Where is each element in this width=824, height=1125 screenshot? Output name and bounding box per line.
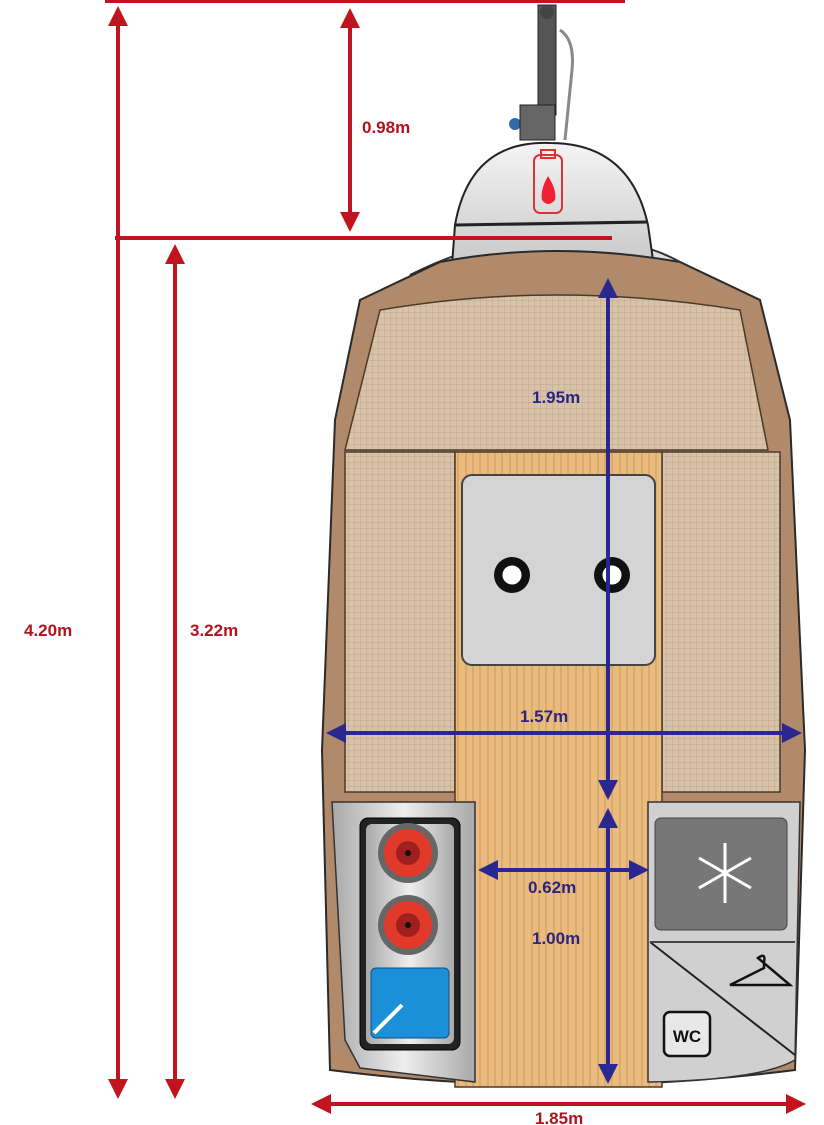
- sink-icon: [370, 967, 450, 1039]
- blue-dimensions: [326, 278, 802, 1084]
- left-bench: [344, 451, 456, 793]
- aisle-length-label: 1.00m: [532, 929, 580, 948]
- interior-width-label: 1.57m: [520, 707, 568, 726]
- kitchen-unit: [331, 801, 476, 1083]
- front-seat: [344, 294, 769, 451]
- overall-width-label: 1.85m: [535, 1109, 583, 1125]
- body-length-label: 3.22m: [190, 621, 238, 640]
- hob-icon: [378, 823, 438, 955]
- hitch: [509, 4, 574, 141]
- plate-icon: [494, 557, 530, 593]
- wc-label: WC: [673, 1027, 701, 1046]
- right-bench: [661, 451, 781, 793]
- plate-icon: [594, 557, 630, 593]
- valve-icon: [509, 118, 521, 130]
- red-dimensions: [105, 0, 806, 1114]
- dining-table: [461, 474, 656, 666]
- wc-icon: [662, 1010, 712, 1058]
- interior-length-label: 1.95m: [532, 388, 580, 407]
- snowflake-icon: [698, 843, 752, 903]
- gas-bottle-icon: [533, 149, 563, 214]
- fridge-wc-unit: WC: [647, 801, 801, 1083]
- hanger-icon: [729, 954, 794, 987]
- aisle-width-label: 0.62m: [528, 878, 576, 897]
- drawbar-length-label: 0.98m: [362, 118, 410, 137]
- overall-length-label: 4.20m: [24, 621, 72, 640]
